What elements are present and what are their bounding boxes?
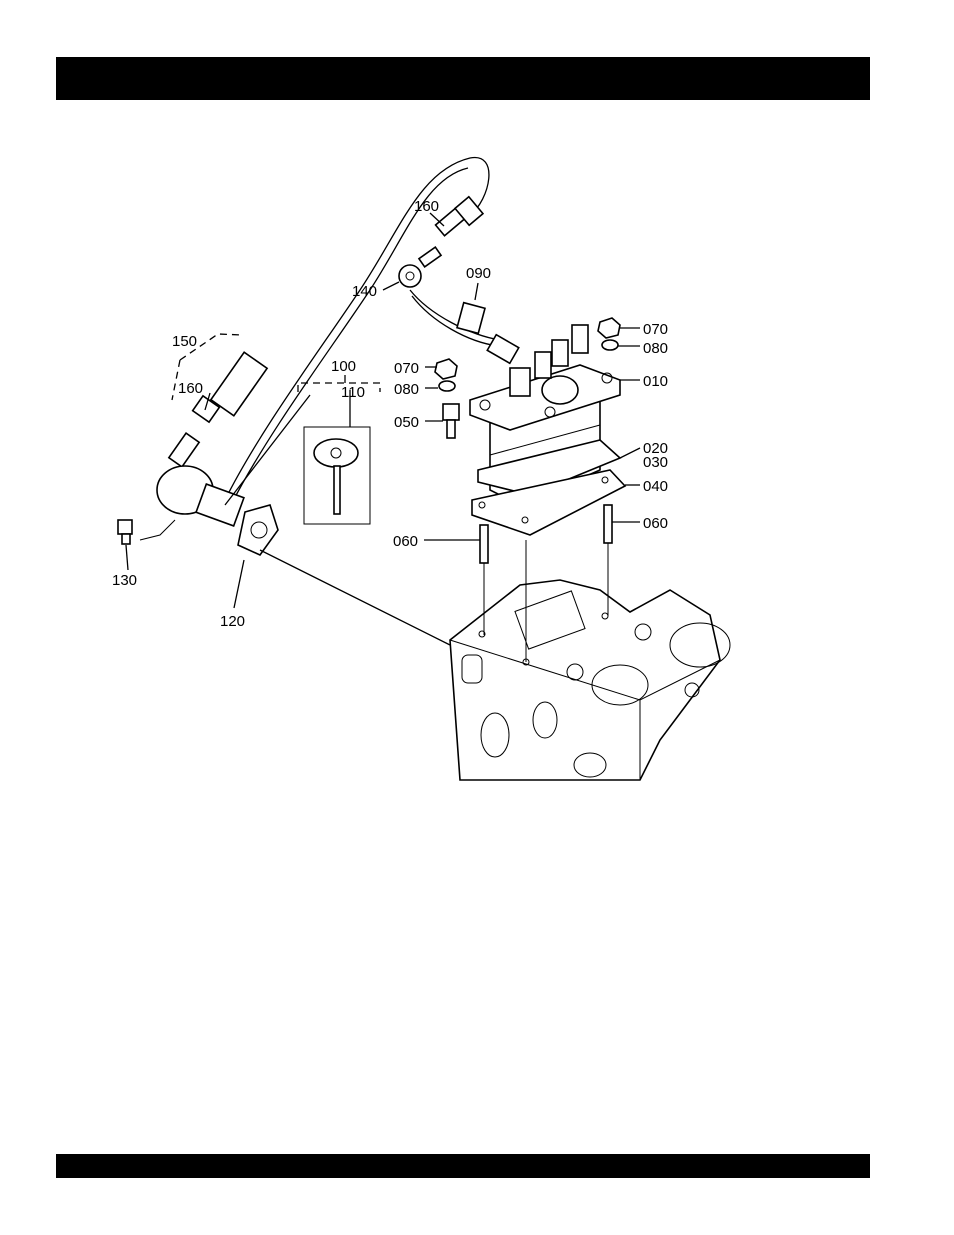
label-100: 100 — [331, 358, 356, 375]
label-130: 130 — [112, 572, 137, 589]
fuel-feed-pump — [118, 466, 450, 645]
label-110: 110 — [341, 384, 365, 401]
label-160-top: 160 — [414, 198, 439, 215]
label-160-left: 160 — [178, 380, 203, 397]
label-040: 040 — [643, 478, 668, 495]
label-150: 150 — [172, 333, 197, 350]
label-120: 120 — [220, 613, 245, 630]
hose-fittings — [399, 197, 519, 364]
label-060-left: 060 — [393, 533, 418, 550]
label-140: 140 — [352, 283, 377, 300]
label-070-right: 070 — [643, 321, 668, 338]
label-080-right: 080 — [643, 340, 668, 357]
engine-block — [450, 580, 730, 780]
label-080-left: 080 — [394, 381, 419, 398]
label-090: 090 — [466, 265, 491, 282]
label-050: 050 — [394, 414, 419, 431]
label-060-right: 060 — [643, 515, 668, 532]
label-070-left: 070 — [394, 360, 419, 377]
label-010: 010 — [643, 373, 668, 390]
label-030: 030 — [643, 454, 668, 471]
